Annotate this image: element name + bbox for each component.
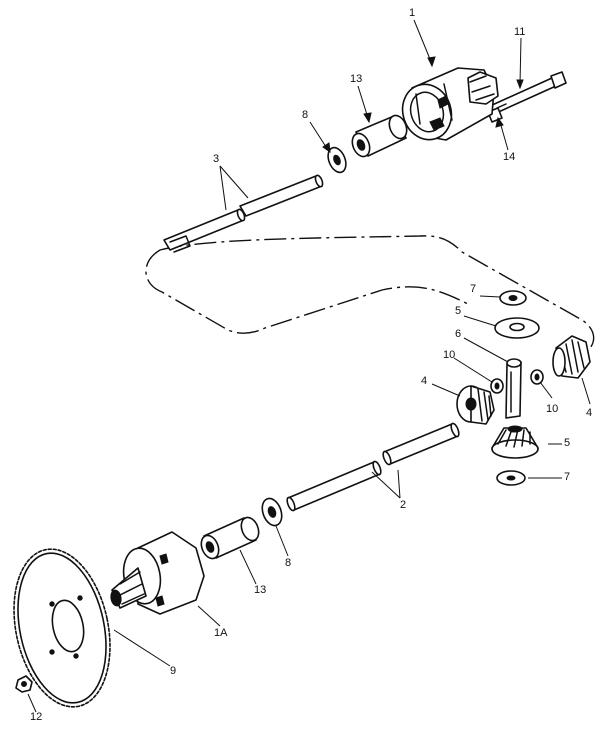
callout-3: 3 xyxy=(213,153,220,165)
leader-lines xyxy=(27,19,591,713)
callout-10: 10 xyxy=(546,403,559,415)
part-10-washer-left xyxy=(490,378,504,394)
part-13-bushing-lower xyxy=(200,516,260,560)
part-9-sprocket xyxy=(13,548,111,708)
callout-1a: 1A xyxy=(214,627,228,639)
callout-13: 13 xyxy=(254,584,267,596)
callout-7: 7 xyxy=(564,471,571,483)
part-10-washer-right xyxy=(530,369,544,385)
assembly-dashed-outline xyxy=(145,235,595,357)
callout-11: 11 xyxy=(514,26,526,38)
callout-1: 1 xyxy=(409,7,416,19)
callout-8: 8 xyxy=(302,109,309,121)
callout-5: 5 xyxy=(564,437,571,449)
part-1a-hub xyxy=(110,531,205,615)
callout-4: 4 xyxy=(421,375,428,387)
part-7-washer-upper xyxy=(499,290,527,306)
callout-4: 4 xyxy=(586,407,593,419)
part-1-housing xyxy=(401,67,499,141)
part-5-bevel-gear-lower xyxy=(491,425,539,459)
part-6-cross-shaft xyxy=(505,358,522,419)
callout-5: 5 xyxy=(455,305,462,317)
callout-9: 9 xyxy=(170,665,177,677)
part-5-washer-upper xyxy=(494,317,540,339)
part-3-axle xyxy=(163,174,324,253)
callout-14: 14 xyxy=(503,151,516,163)
part-2-axle xyxy=(286,422,460,512)
part-8-washer-lower xyxy=(261,497,283,527)
part-8-washer-upper xyxy=(327,146,347,174)
callout-8: 8 xyxy=(285,557,292,569)
part-11-bolt xyxy=(489,71,567,115)
callout-2: 2 xyxy=(400,499,407,511)
callout-13: 13 xyxy=(350,73,363,85)
callout-7: 7 xyxy=(470,283,477,295)
callout-12: 12 xyxy=(30,711,43,723)
callout-10: 10 xyxy=(443,349,456,361)
part-4-pinion-gear-right xyxy=(552,335,591,379)
callout-6: 6 xyxy=(455,328,462,340)
part-12-nut xyxy=(15,675,33,693)
part-7-washer-lower xyxy=(496,470,526,486)
part-4-side-gear-left xyxy=(456,385,495,425)
part-13-bushing-upper xyxy=(351,114,408,158)
